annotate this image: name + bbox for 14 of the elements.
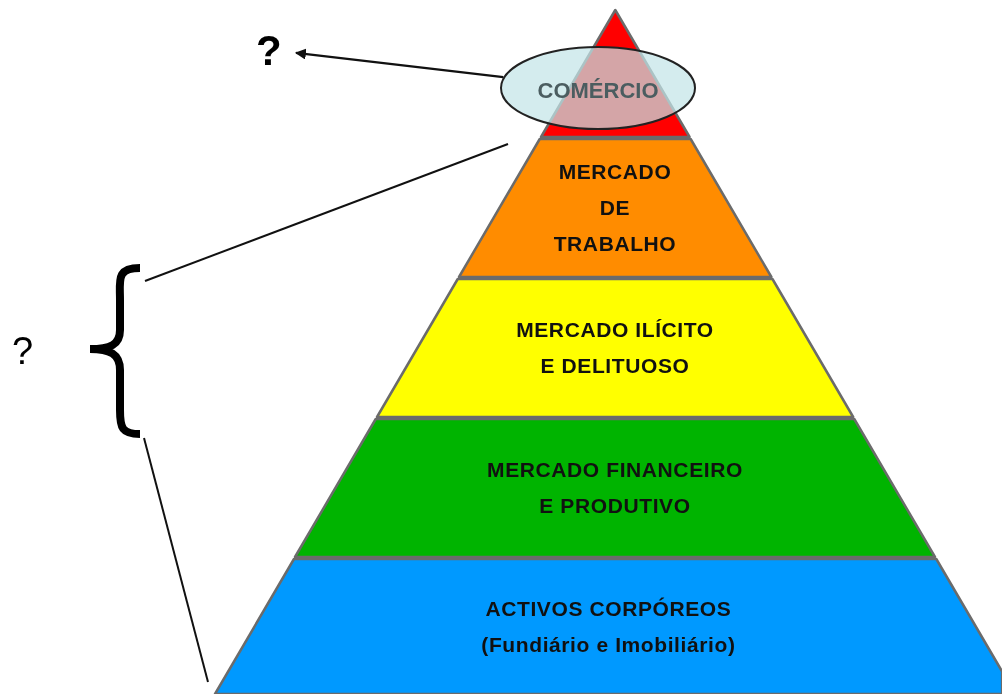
tier-label: MERCADO ILÍCITO E DELITUOSO (515, 317, 715, 379)
highlight-ellipse (500, 46, 696, 130)
tier-label: MERCADO DE TRABALHO (552, 159, 678, 257)
question-mark: ? (12, 330, 34, 372)
ellipse-label: COMÉRCIO (537, 78, 659, 104)
pyramid-tier (376, 279, 854, 417)
tier-label: MERCADO FINANCEIRO E PRODUTIVO (486, 457, 744, 519)
tier-label: (Fundiário e Imobiliário) (481, 631, 736, 658)
pyramid-tier (214, 559, 1002, 694)
pyramid-tier (458, 139, 772, 277)
question-mark: ? (256, 28, 283, 74)
pyramid-tier (295, 419, 935, 557)
arrow (294, 48, 504, 79)
tier-label: ACTIVOS CORPÓREOS (485, 595, 732, 622)
